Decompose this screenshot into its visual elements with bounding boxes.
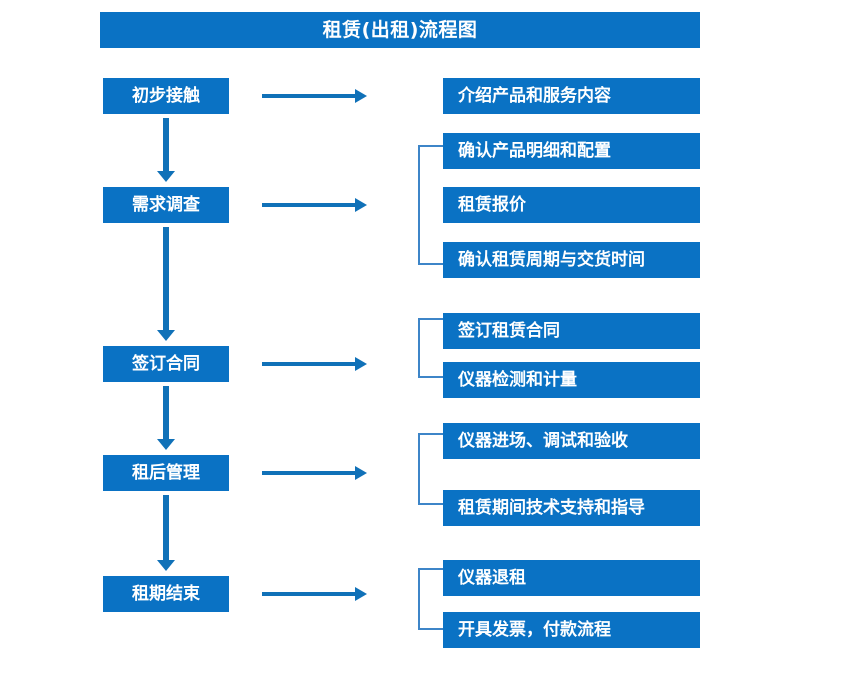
detail-box-g5-1[interactable]: 仪器退租 (443, 560, 700, 596)
group-bracket-4 (418, 433, 443, 505)
group-bracket-3 (418, 318, 443, 378)
branch-arrow-3 (262, 357, 367, 371)
stage-box-1[interactable]: 初步接触 (103, 78, 229, 114)
detail-box-g3-2[interactable]: 仪器检测和计量 (443, 362, 700, 398)
stage-box-5[interactable]: 租期结束 (103, 576, 229, 612)
detail-box-g3-1[interactable]: 签订租赁合同 (443, 313, 700, 349)
detail-box-g4-2[interactable]: 租赁期间技术支持和指导 (443, 490, 700, 526)
page-title: 租赁(出租)流程图 (100, 12, 700, 48)
detail-box-g2-1[interactable]: 确认产品明细和配置 (443, 133, 700, 169)
branch-arrow-2 (262, 198, 367, 212)
flow-arrow-down-4 (156, 495, 176, 571)
stage-box-2[interactable]: 需求调查 (103, 187, 229, 223)
flow-arrow-down-3 (156, 386, 176, 450)
flow-arrow-down-1 (156, 118, 176, 182)
detail-box-g2-2[interactable]: 租赁报价 (443, 187, 700, 223)
detail-box-g1-1[interactable]: 介绍产品和服务内容 (443, 78, 700, 114)
branch-arrow-5 (262, 587, 367, 601)
flow-arrow-down-2 (156, 227, 176, 341)
detail-box-g5-2[interactable]: 开具发票，付款流程 (443, 612, 700, 648)
group-bracket-5 (418, 568, 443, 630)
group-bracket-2 (418, 145, 443, 265)
branch-arrow-1 (262, 89, 367, 103)
detail-box-g4-1[interactable]: 仪器进场、调试和验收 (443, 423, 700, 459)
stage-box-3[interactable]: 签订合同 (103, 346, 229, 382)
branch-arrow-4 (262, 466, 367, 480)
stage-box-4[interactable]: 租后管理 (103, 455, 229, 491)
detail-box-g2-3[interactable]: 确认租赁周期与交货时间 (443, 242, 700, 278)
